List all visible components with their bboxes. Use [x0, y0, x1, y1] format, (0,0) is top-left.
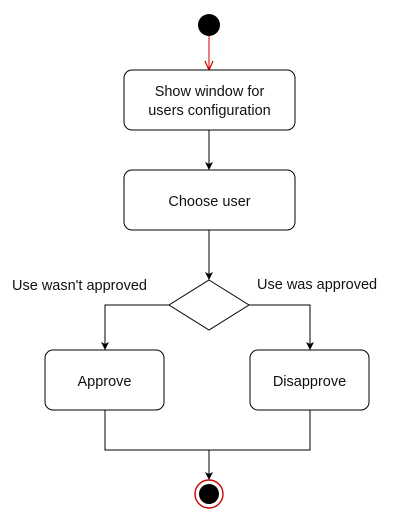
final-node-core	[199, 484, 219, 504]
guard-label-approved: Use was approved	[257, 277, 377, 293]
action-approve-label: Approve	[77, 374, 131, 390]
action-show-window-line-2: users configuration	[148, 103, 271, 119]
flow-approve-to-merge	[104, 410, 209, 451]
flow-decision-to-approve	[101, 304, 169, 350]
action-show-window	[123, 69, 296, 131]
guard-label-not-approved: Use wasn't approved	[12, 278, 147, 294]
action-show-window-line-1: Show window for	[155, 84, 265, 100]
action-choose-user-label: Choose user	[168, 194, 250, 210]
flow-disapprove-to-merge	[209, 410, 311, 451]
initial-node	[198, 14, 220, 36]
decision-node	[168, 279, 250, 331]
action-disapprove-label: Disapprove	[273, 374, 346, 390]
flow-decision-to-disapprove	[249, 304, 314, 350]
